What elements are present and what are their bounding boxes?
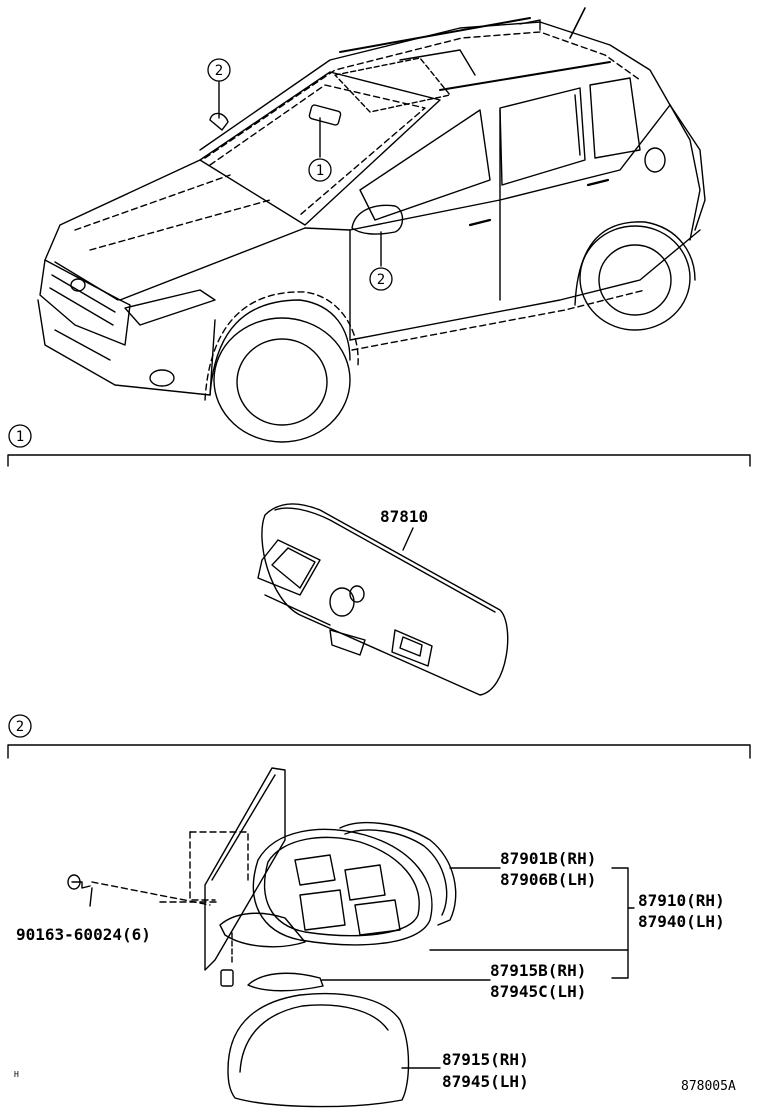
part-label-mirror-sub-lh: 87906B(LH) <box>500 870 596 889</box>
part-label-screw: 90163-60024(6) <box>16 925 151 944</box>
outside-mirror-illustration <box>67 767 457 1108</box>
part-label-mirror-sub-rh: 87901B(RH) <box>500 849 596 868</box>
inner-mirror-illustration <box>257 503 509 696</box>
section-2-separator <box>7 744 751 759</box>
part-label-cover-sub-lh: 87945C(LH) <box>490 982 586 1001</box>
part-label-inner-mirror: 87810 <box>380 507 428 526</box>
callout-label: 2 <box>215 63 223 79</box>
section-2-marker <box>8 714 32 738</box>
section-1-marker <box>8 424 32 448</box>
callout-leader <box>611 949 629 979</box>
callout-leader <box>89 887 93 907</box>
callout-leader <box>429 867 629 951</box>
section-1-marker-label: 1 <box>16 429 24 445</box>
callout-label: 1 <box>316 163 324 179</box>
part-label-cover-lh: 87945(LH) <box>442 1072 529 1091</box>
diagram-id: 878005A <box>681 1079 736 1094</box>
section-2-marker-label: 2 <box>16 719 24 735</box>
callout-circle <box>207 58 231 82</box>
callout-circle <box>308 158 332 182</box>
section-1-separator <box>7 454 751 467</box>
callout-circle <box>369 267 393 291</box>
callout-label: 2 <box>377 272 385 288</box>
part-label-mirror-assy-rh: 87910(RH) <box>638 891 725 910</box>
part-label-cover-rh: 87915(RH) <box>442 1050 529 1069</box>
corner-mark: H <box>14 1070 19 1079</box>
vehicle-illustration <box>37 7 706 443</box>
callout-leader <box>402 527 414 551</box>
part-label-cover-sub-rh: 87915B(RH) <box>490 961 586 980</box>
part-label-mirror-assy-lh: 87940(LH) <box>638 912 725 931</box>
